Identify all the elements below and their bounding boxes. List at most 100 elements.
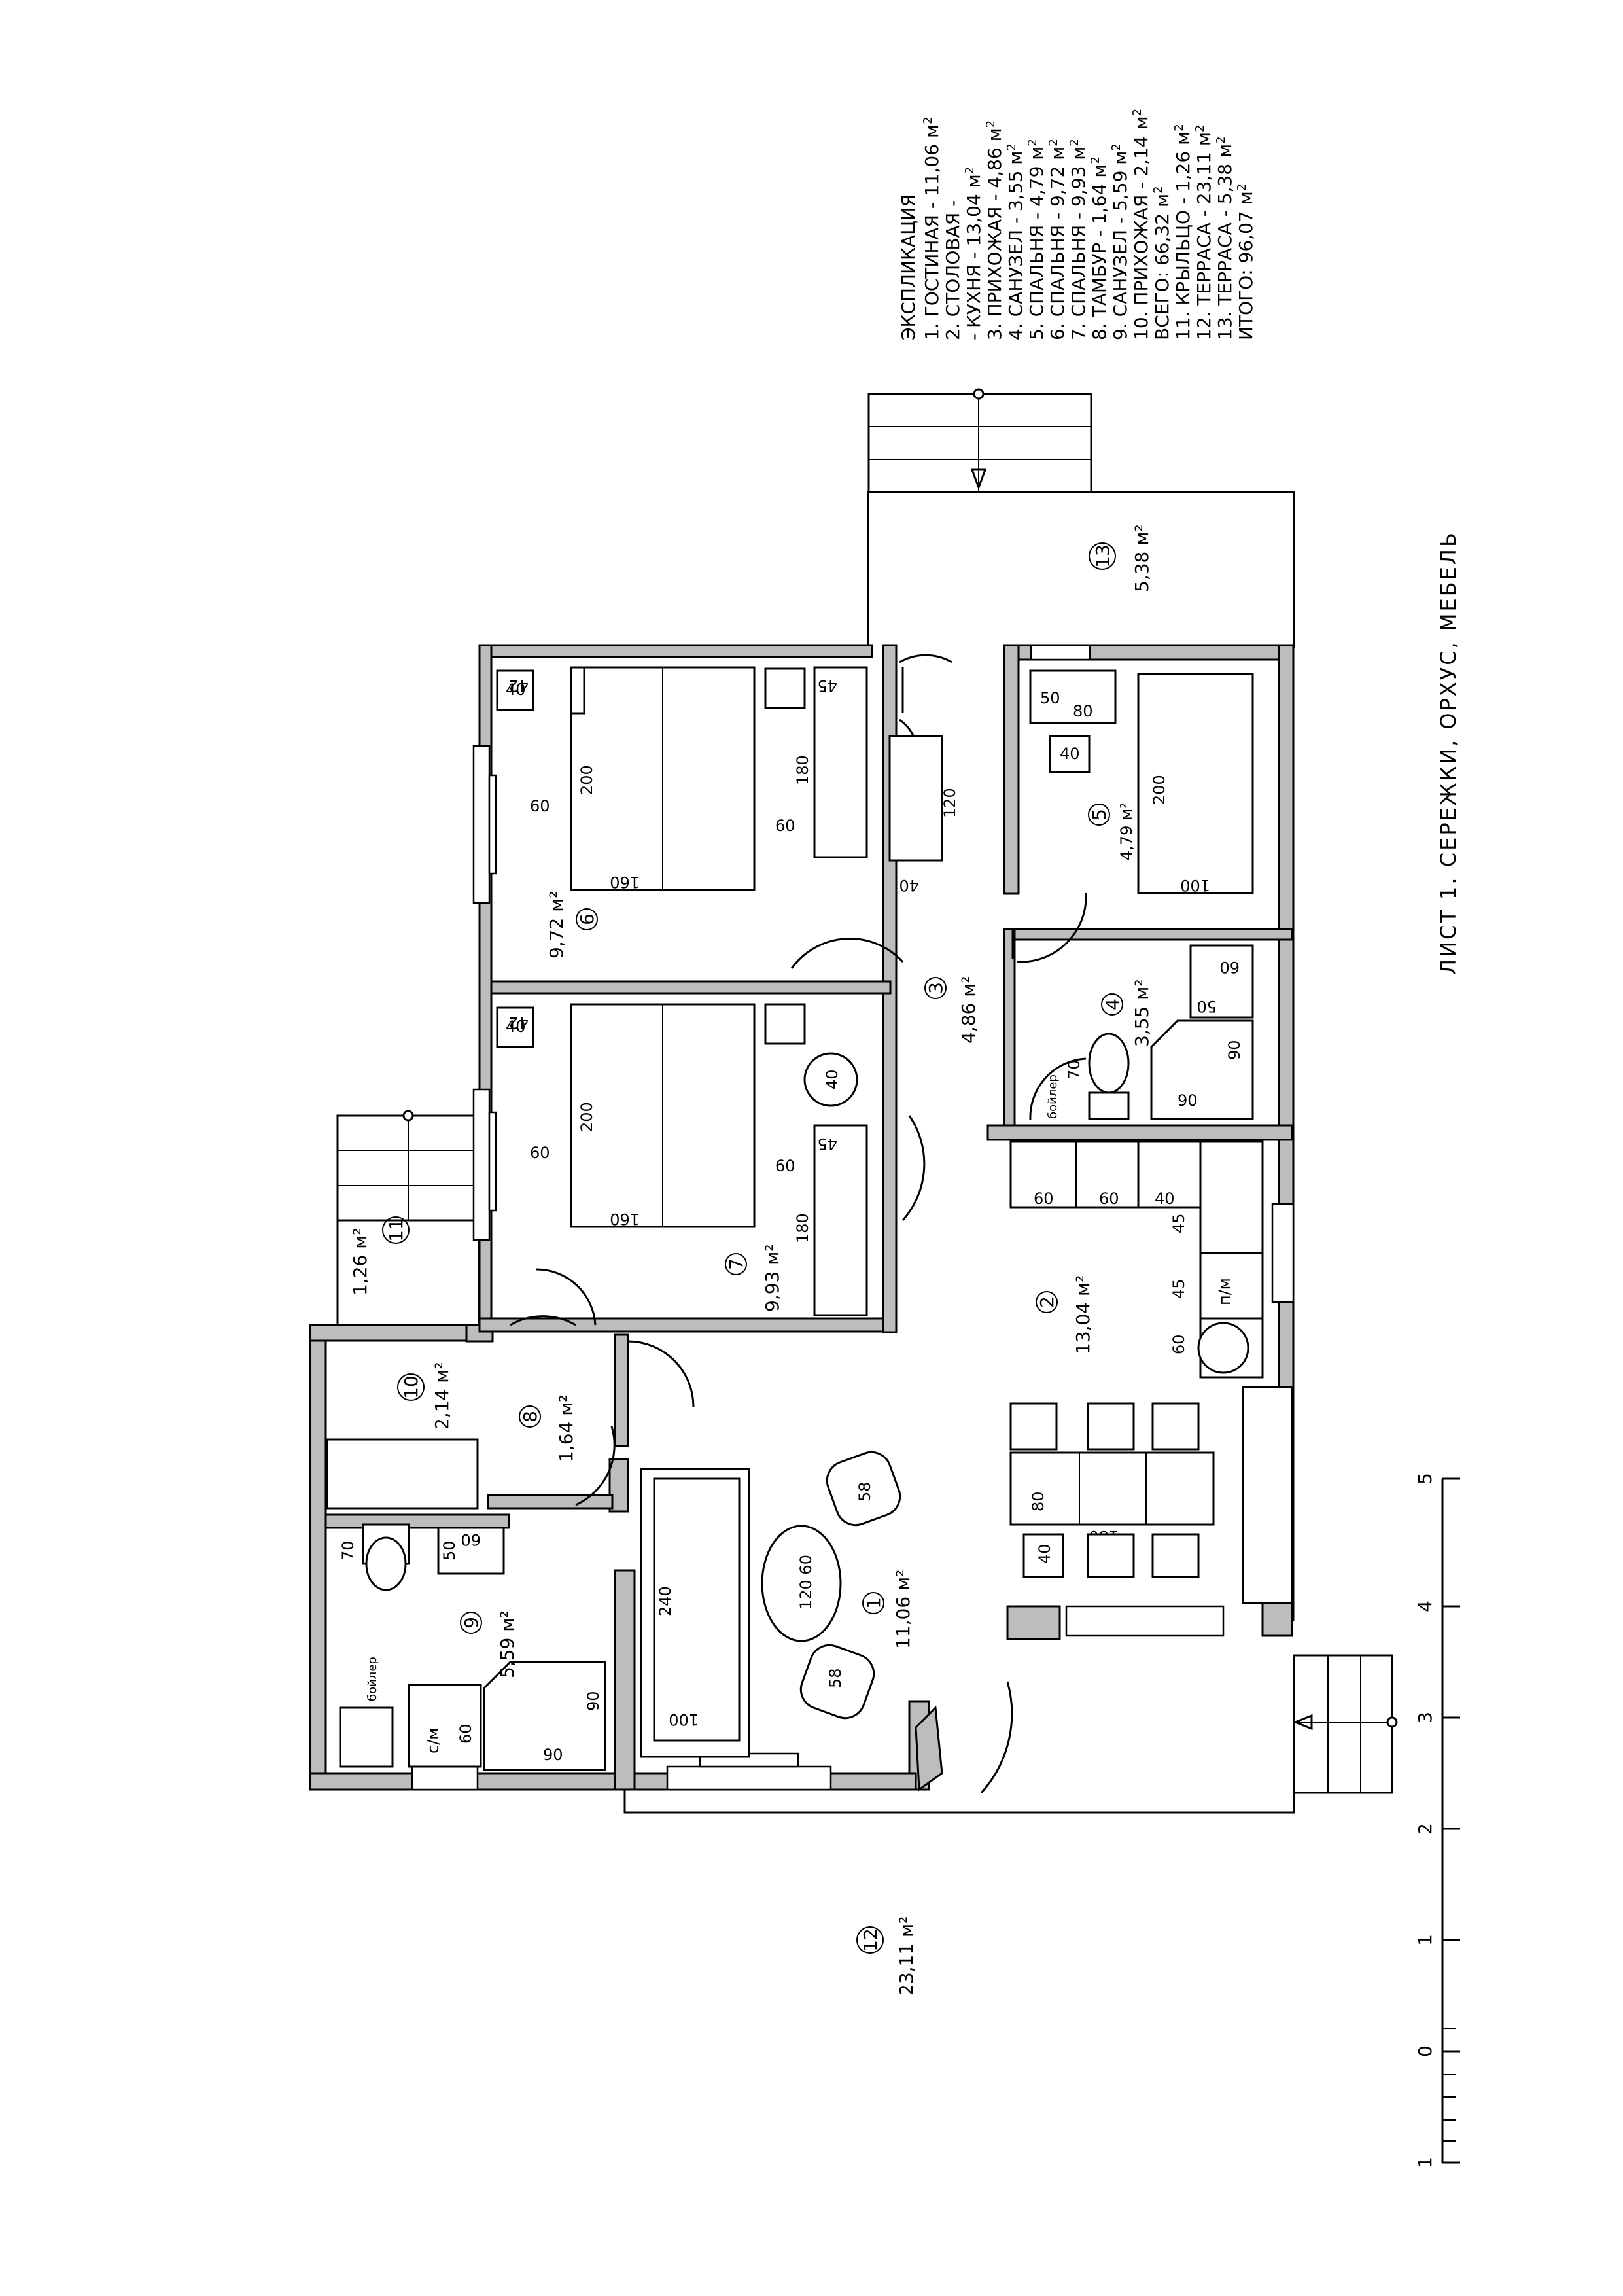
svg-text:45: 45 [1170,1213,1188,1233]
svg-text:1,64 м²: 1,64 м² [555,1394,577,1462]
svg-text:3: 3 [925,982,947,994]
svg-text:42: 42 [508,1014,529,1032]
explication-line: 10. ПРИХОЖАЯ - 2,14 м2 [1130,109,1152,340]
bedroom-6-furniture: 40 42 200 160 45 180 60 60 [496,666,868,891]
explication-line: 1. ГОСТИНАЯ - 11,06 м2 [921,116,943,340]
explication-lines: 1. ГОСТИНАЯ - 11,06 м22. СТОЛОВАЯ - - КУ… [921,109,1257,340]
superscript-2: 2 [1172,124,1186,131]
explication-line: 8. ТАМБУР - 1,64 м2 [1089,156,1110,340]
explication-line: 3. ПРИХОЖАЯ - 4,86 м2 [984,120,1005,340]
svg-text:60: 60 [1170,1334,1188,1354]
explication-line: ВСЕГО: 66,32 м2 [1151,186,1173,340]
svg-text:70: 70 [1065,1059,1083,1080]
kitchen-2-furniture: 60 60 40 п/м 45 45 60 80 180 40 [1009,1140,1264,1578]
svg-text:45: 45 [817,1135,837,1153]
scale-tick-label: 5 [1414,1473,1436,1485]
hall-10-wardrobe [326,1438,479,1510]
svg-text:13,04 м²: 13,04 м² [1072,1275,1094,1354]
svg-text:40: 40 [823,1069,841,1089]
superscript-2: 2 [1235,184,1249,191]
superscript-2: 2 [1109,143,1123,150]
svg-text:90: 90 [543,1746,563,1764]
svg-text:9,93 м²: 9,93 м² [761,1244,783,1312]
svg-text:11: 11 [385,1218,407,1242]
svg-text:60: 60 [457,1723,475,1744]
superscript-2: 2 [1026,139,1039,146]
svg-text:90: 90 [1225,1040,1244,1060]
explication-title: ЭКСПЛИКАЦИЯ [898,194,919,340]
explication-line: 6. СПАЛЬНЯ - 9,72 м2 [1047,139,1068,340]
svg-text:п/м: п/м [1215,1278,1234,1305]
svg-text:45: 45 [1170,1279,1188,1299]
explication-line: ИТОГО: 96,07 м2 [1235,184,1257,340]
scale-tick-label: 4 [1414,1600,1436,1612]
superscript-2: 2 [984,120,998,128]
svg-text:40: 40 [1060,745,1080,763]
svg-text:100: 100 [669,1710,699,1729]
svg-text:60: 60 [1219,958,1240,976]
svg-text:60: 60 [530,1144,550,1162]
doors [510,654,1087,1794]
scale-tick-label: 0 [1414,2045,1436,2057]
svg-text:4,86 м²: 4,86 м² [958,976,979,1044]
terrace-13 [867,491,1295,654]
explication-line: 4. САНУЗЕЛ - 3,55 м2 [1005,143,1026,340]
explication-line: 11. КРЫЛЬЦО - 1,26 м2 [1172,124,1194,340]
sanuzel-4-fixtures: 60 50 90 90 70 бойлер [1046,944,1254,1120]
svg-text:8: 8 [519,1411,541,1422]
svg-text:40: 40 [899,876,919,894]
svg-text:9,72 м²: 9,72 м² [546,891,567,959]
svg-text:13: 13 [1092,544,1113,568]
svg-text:бойлер: бойлер [366,1657,379,1701]
svg-text:60: 60 [1099,1190,1119,1208]
svg-text:4: 4 [1102,998,1123,1010]
superscript-2: 2 [1214,136,1228,143]
svg-text:10: 10 [400,1375,422,1399]
stairs-left [336,1110,480,1222]
svg-text:6: 6 [576,913,598,925]
stairs-top [867,388,1092,493]
superscript-2: 2 [921,116,935,124]
explication-table: ЭКСПЛИКАЦИЯ 1. ГОСТИНАЯ - 11,06 м22. СТО… [898,109,1257,340]
explication-line: - КУХНЯ - 13,04 м2 [963,167,985,340]
svg-text:40: 40 [506,680,526,699]
svg-text:100: 100 [1180,876,1210,894]
bedroom-7-furniture: 40 42 200 160 40 45 180 60 60 [496,1003,868,1316]
superscript-2: 2 [1068,139,1081,146]
superscript-2: 2 [1005,143,1019,150]
stairs-right [1292,1654,1398,1794]
svg-text:50: 50 [1040,689,1060,707]
svg-text:180: 180 [794,1213,812,1243]
svg-text:7: 7 [725,1258,747,1270]
superscript-2: 2 [963,167,977,174]
svg-text:200: 200 [1150,775,1168,805]
sanuzel-9-fixtures: 70 50 60 90 90 с/м 60 бойлер [339,1523,606,1771]
svg-text:58: 58 [856,1481,874,1502]
svg-text:58: 58 [826,1668,845,1688]
svg-text:5,59 м²: 5,59 м² [497,1610,518,1678]
svg-text:45: 45 [817,677,837,695]
svg-text:11,06 м²: 11,06 м² [892,1570,914,1649]
superscript-2: 2 [1047,139,1060,146]
svg-text:60: 60 [461,1530,481,1549]
svg-text:120 60: 120 60 [797,1555,815,1610]
svg-text:80: 80 [1029,1491,1047,1511]
scale-tick-label: 1 [1414,2157,1436,2168]
svg-text:50: 50 [1196,997,1217,1016]
svg-text:1,26 м²: 1,26 м² [349,1227,371,1296]
svg-text:200: 200 [578,1102,596,1132]
svg-text:40: 40 [1155,1190,1175,1208]
svg-text:240: 240 [656,1586,674,1616]
superscript-2: 2 [1130,109,1144,116]
svg-text:9: 9 [461,1617,482,1629]
svg-text:5,38 м²: 5,38 м² [1131,524,1153,592]
svg-text:с/м: с/м [424,1728,442,1754]
scale-tick-label: 3 [1414,1712,1436,1723]
hallway-wardrobe: 120 40 [888,735,959,894]
svg-text:42: 42 [508,677,529,695]
svg-text:40: 40 [506,1017,526,1036]
svg-text:90: 90 [584,1691,602,1711]
